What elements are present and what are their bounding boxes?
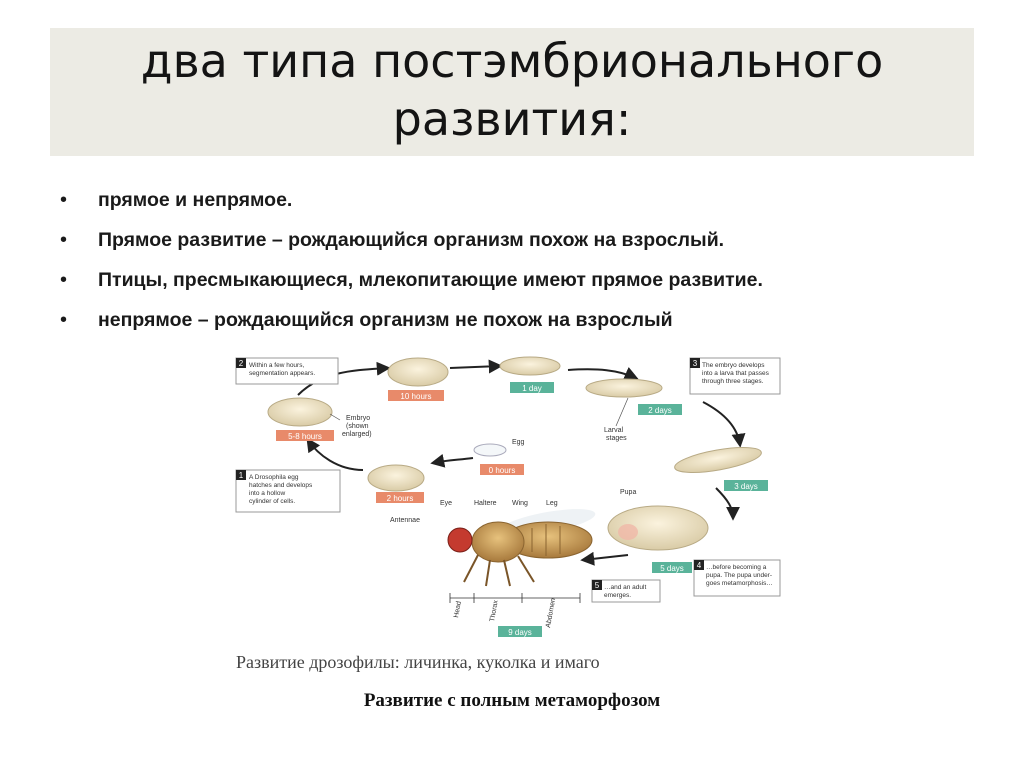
pupa-label: Pupa xyxy=(620,489,636,496)
bullet-icon: • xyxy=(60,309,68,331)
bullet-item: •Птицы, пресмыкающиеся, млекопитающие им… xyxy=(60,266,990,306)
bullet-list: •прямое и непрямое. •Прямое развитие – р… xyxy=(60,186,990,346)
step-number: 5 xyxy=(595,581,600,590)
step-number: 3 xyxy=(693,359,698,368)
larva-1day xyxy=(499,356,561,376)
egg-label: Egg xyxy=(512,439,525,446)
time-label: 0 hours xyxy=(489,466,516,475)
bullet-item: •прямое и непрямое. xyxy=(60,186,990,226)
day-label: 9 days xyxy=(508,628,532,637)
step-number: 4 xyxy=(697,561,702,570)
pupa-image xyxy=(607,505,709,551)
bullet-icon: • xyxy=(60,269,68,291)
larva-2days xyxy=(585,378,663,398)
day-label: 5 days xyxy=(660,564,684,573)
step-text: Within a few hours,segmentation appears. xyxy=(249,362,315,377)
figure-caption: Развитие дрозофилы: личинка, куколка и и… xyxy=(236,652,600,672)
abdomen-label: Abdomen xyxy=(545,598,557,629)
bullet-item: •Прямое развитие – рождающийся организм … xyxy=(60,226,990,266)
bullet-item: •непрямое – рождающийся организм не похо… xyxy=(60,306,990,346)
day-label: 2 days xyxy=(648,406,672,415)
page-title: два типа постэмбрионального развития: xyxy=(140,34,884,146)
embryo-10h xyxy=(387,357,449,387)
time-label: 5-8 hours xyxy=(288,432,322,441)
bullet-icon: • xyxy=(60,189,68,211)
haltere-label: Haltere xyxy=(474,500,497,507)
embryo-5-8h xyxy=(267,397,333,427)
step-number: 2 xyxy=(239,359,244,368)
larva-3days xyxy=(674,447,762,473)
egg-icon xyxy=(473,443,507,457)
adult-fly-image xyxy=(447,509,596,587)
day-label: 1 day xyxy=(522,384,542,393)
antennae-label: Antennae xyxy=(390,517,420,524)
wing-label: Wing xyxy=(512,500,528,507)
leg-label: Leg xyxy=(546,500,558,507)
time-label: 10 hours xyxy=(400,392,431,401)
day-label: 3 days xyxy=(734,482,758,491)
bullet-icon: • xyxy=(60,229,68,251)
figure-subtitle: Развитие с полным метаморфозом xyxy=(363,690,661,711)
step-number: 1 xyxy=(239,471,244,480)
head-label: Head xyxy=(453,601,463,619)
embryo-2h xyxy=(367,464,425,492)
drosophila-lifecycle-diagram: 2 Within a few hours,segmentation appear… xyxy=(235,356,781,637)
title-band xyxy=(50,28,974,156)
thorax-label: Thorax xyxy=(489,599,500,622)
eye-label: Eye xyxy=(440,500,452,507)
time-label: 2 hours xyxy=(387,494,414,503)
